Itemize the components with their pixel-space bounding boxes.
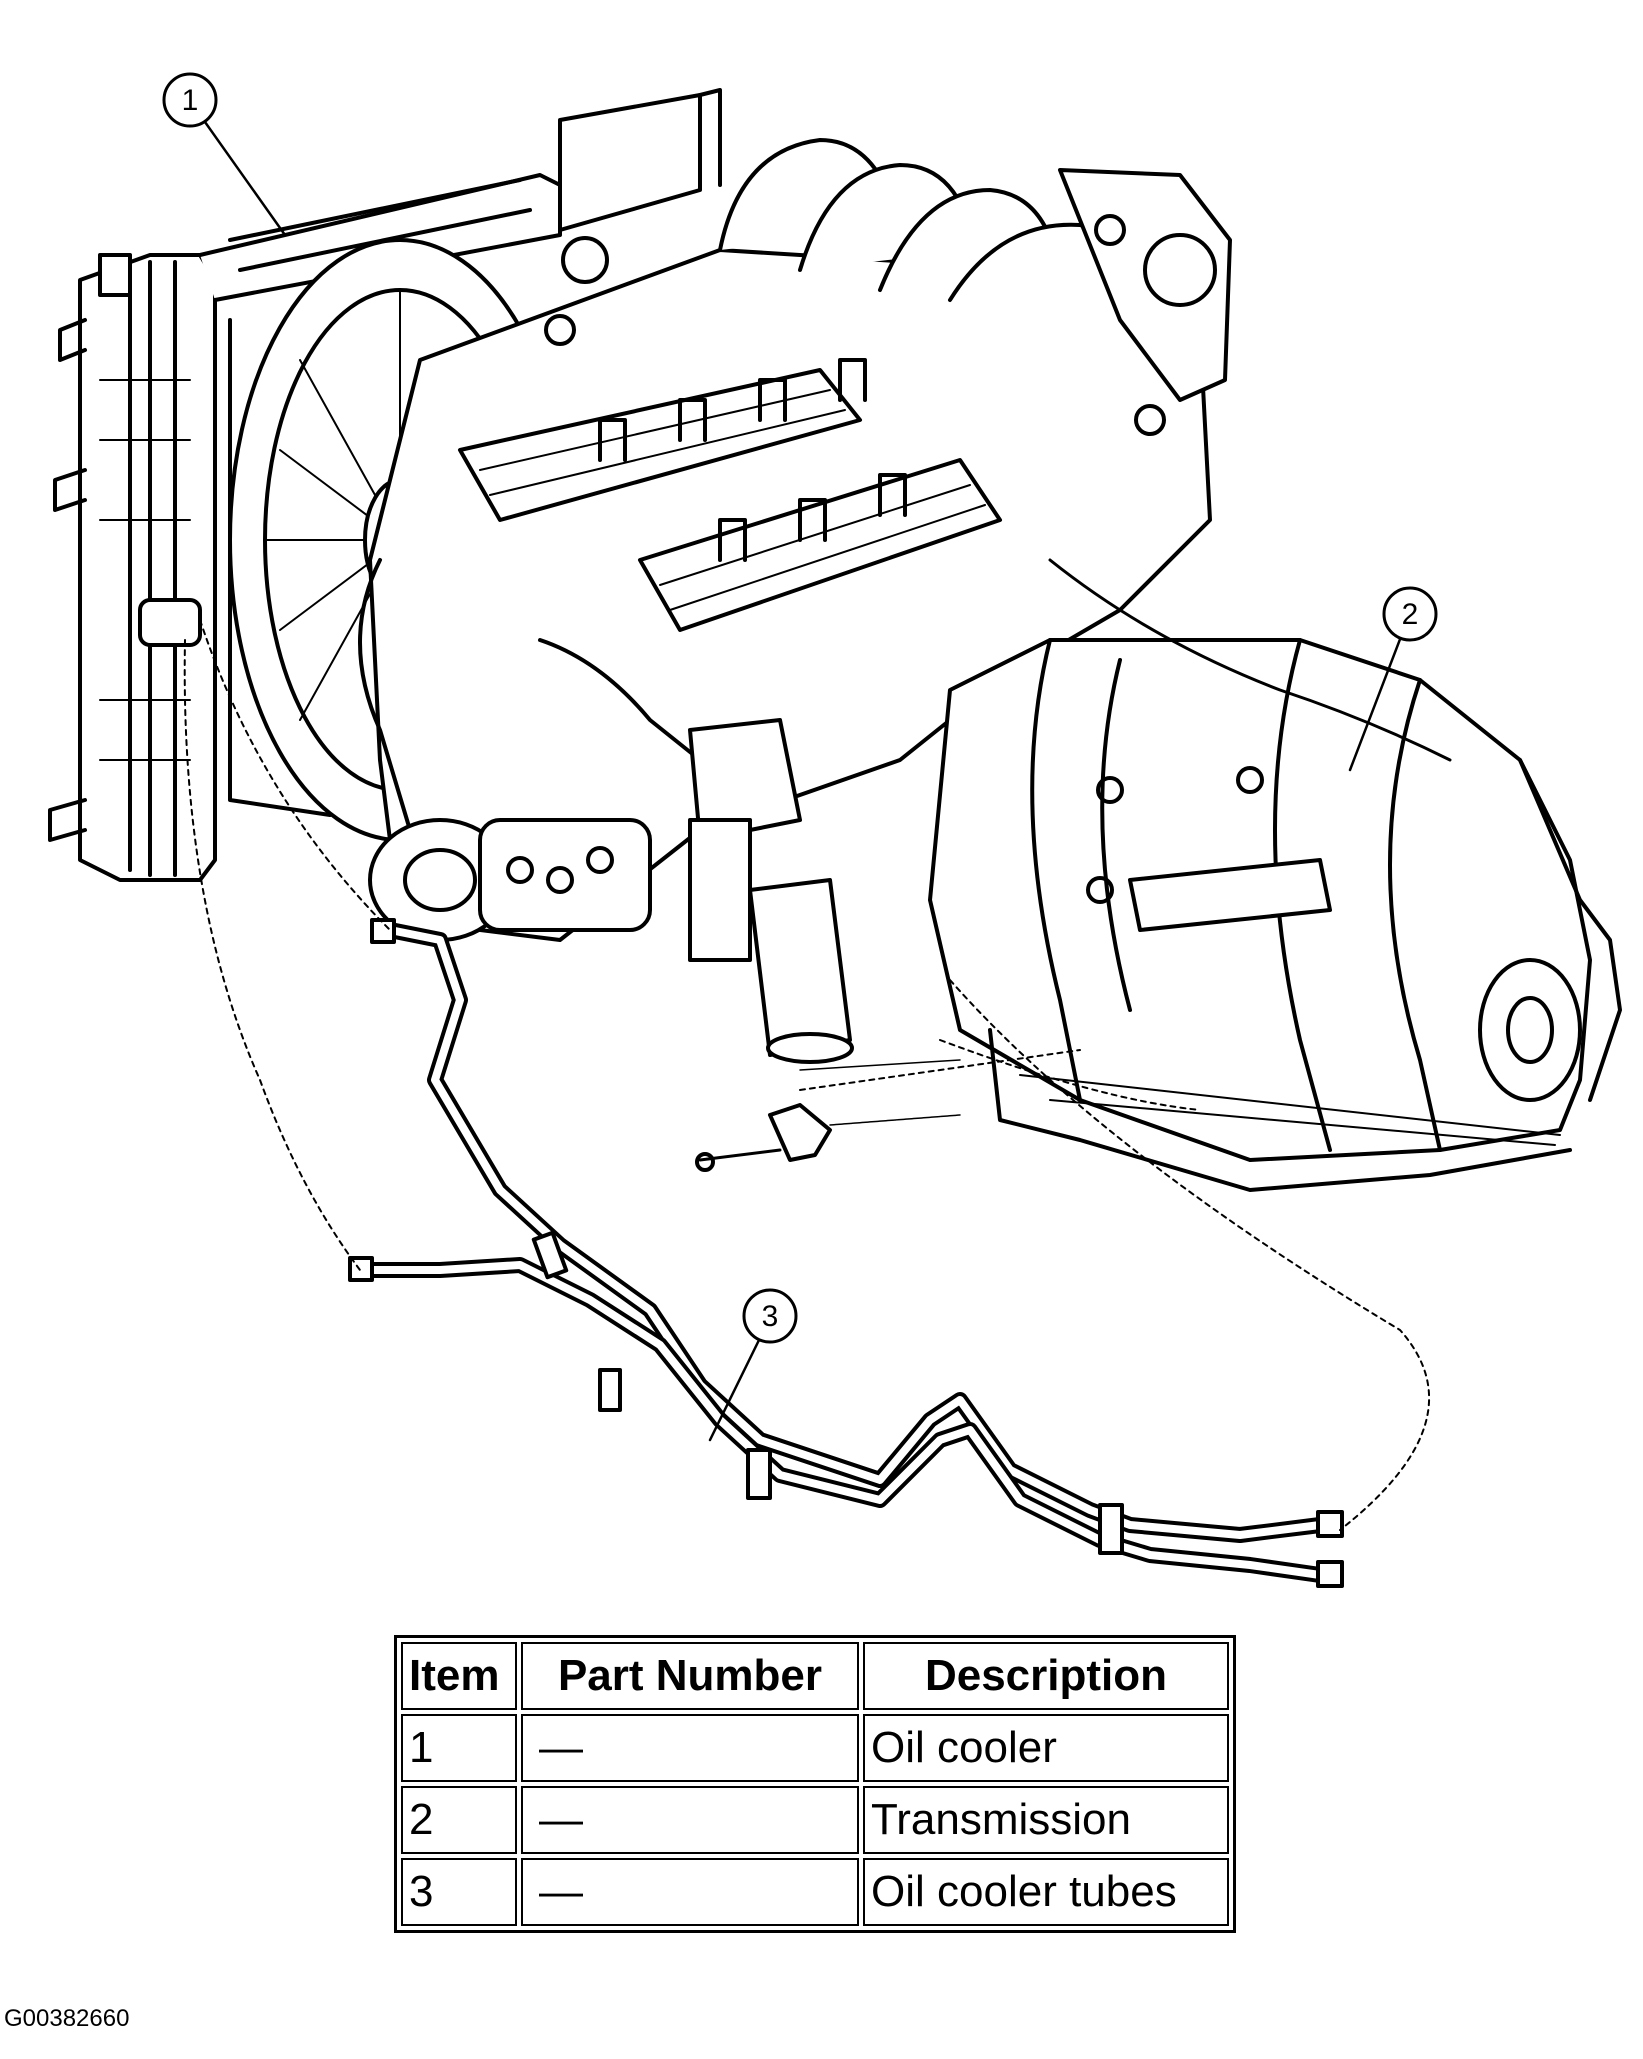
engine-block (358, 88, 1232, 1064)
callout-1-number: 1 (182, 84, 199, 117)
callout-2: 2 (1382, 586, 1438, 642)
header-part-number: Part Number (521, 1642, 859, 1710)
row-description: Oil cooler tubes (863, 1858, 1229, 1926)
row-item: 1 (401, 1714, 517, 1782)
row-item: 3 (401, 1858, 517, 1926)
routing-dashed-lines (183, 619, 1431, 1531)
callout-2-number: 2 (1402, 598, 1419, 631)
table-row: 3 — Oil cooler tubes (401, 1858, 1229, 1926)
callout-1: 1 (162, 72, 218, 128)
transmission (928, 558, 1622, 1192)
mounting-bracket (695, 1059, 961, 1172)
row-description: Transmission (863, 1786, 1229, 1854)
row-description: Oil cooler (863, 1714, 1229, 1782)
oil-cooler-radiator (48, 173, 562, 882)
row-part-number: — (521, 1786, 859, 1854)
callout-3: 3 (742, 1288, 798, 1344)
table-row: 1 — Oil cooler (401, 1714, 1229, 1782)
table-row: 2 — Transmission (401, 1786, 1229, 1854)
engine-transmission-illustration: 1 2 3 (48, 72, 1622, 1588)
row-part-number: — (521, 1858, 859, 1926)
row-item: 2 (401, 1786, 517, 1854)
header-item: Item (401, 1642, 517, 1710)
oil-cooler-tubes (348, 918, 1344, 1588)
parts-legend-table: Item Part Number Description 1 — Oil coo… (394, 1635, 1236, 1933)
header-description: Description (863, 1642, 1229, 1710)
row-part-number: — (521, 1714, 859, 1782)
figure-id-label: G00382660 (4, 2005, 130, 2032)
callout-leaders (203, 120, 1404, 1442)
callout-3-number: 3 (762, 1300, 779, 1333)
table-header-row: Item Part Number Description (401, 1642, 1229, 1710)
